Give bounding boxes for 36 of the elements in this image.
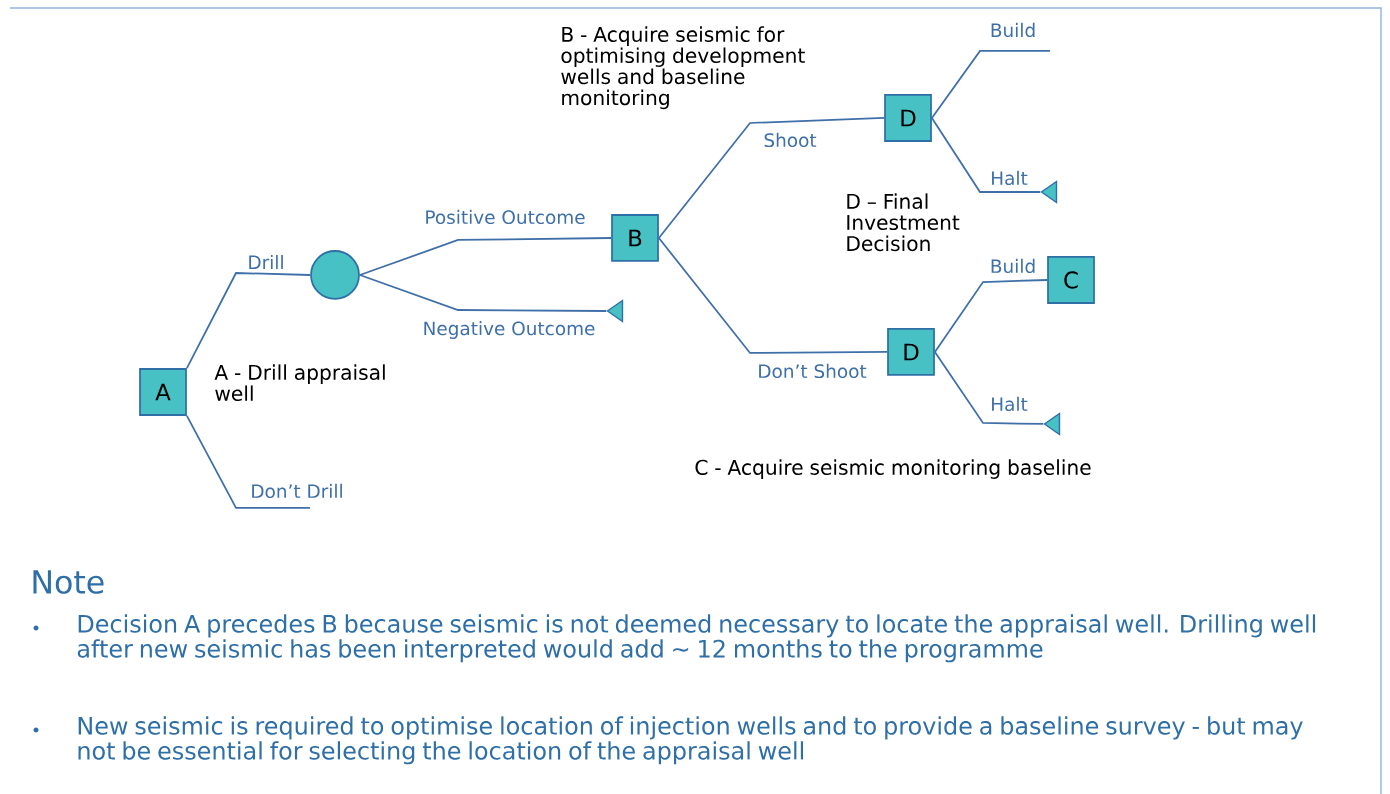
branch-line bbox=[658, 117, 885, 239]
edge-label: Don’t Shoot bbox=[759, 363, 867, 379]
note-heading: Note bbox=[33, 570, 104, 594]
edge-label: Positive Outcome bbox=[426, 209, 585, 225]
decision-box: C bbox=[1047, 256, 1095, 304]
label-text: A - Drill appraisal well bbox=[214, 364, 385, 402]
label-text: B - Acquire seismic for optimising development wells and baseline monitoring bbox=[561, 26, 805, 110]
bullet-text: New seismic is required to optimise location of injection wells and to provide a baseline survey - but may not be essential for selecting the location of the appraisal well bbox=[78, 716, 1303, 765]
edge-label: Shoot bbox=[764, 132, 817, 148]
decision-box: B bbox=[611, 214, 659, 262]
branch-line bbox=[186, 272, 311, 369]
bullet-text: Decision A precedes B because seismic is not deemed necessary to locate the appraisal well. Drilling well after new seismic has been interpreted would add ~ 12 months to the programme bbox=[77, 614, 1316, 663]
end-triangle bbox=[606, 299, 624, 323]
branch-line bbox=[186, 415, 311, 509]
decision-box: D bbox=[887, 328, 935, 376]
edge-label: Build bbox=[991, 22, 1035, 38]
edge-label: Don’t Drill bbox=[252, 483, 342, 499]
edge-label: Build bbox=[991, 258, 1035, 274]
branch-line bbox=[934, 279, 1048, 353]
label-text: C - Acquire seismic monitoring baseline bbox=[695, 459, 1091, 479]
label-text: D – Final Investment Decision bbox=[847, 193, 960, 252]
edge-label: Drill bbox=[249, 255, 283, 269]
end-triangle bbox=[1040, 180, 1058, 204]
decision-box: D bbox=[884, 94, 932, 142]
branch-line bbox=[931, 117, 1042, 193]
end-triangle bbox=[1043, 412, 1061, 436]
branch-line bbox=[934, 351, 1045, 425]
edge-label: Halt bbox=[992, 396, 1028, 412]
branch-line bbox=[359, 237, 612, 276]
decision-box: A bbox=[139, 368, 187, 416]
edge-label: Negative Outcome bbox=[424, 321, 595, 339]
chance-circle bbox=[310, 250, 360, 300]
branch-line bbox=[658, 237, 888, 354]
edge-label: Halt bbox=[992, 170, 1028, 186]
branch-line bbox=[931, 50, 1051, 119]
branch-line bbox=[359, 274, 608, 312]
